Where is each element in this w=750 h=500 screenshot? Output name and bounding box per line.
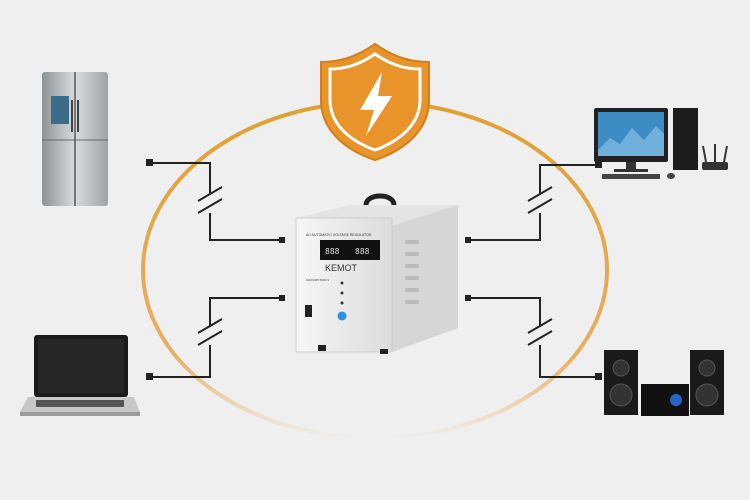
svg-text:888: 888 — [355, 247, 370, 256]
fridge-icon — [42, 72, 108, 206]
wiring — [150, 162, 598, 378]
desktop-computer-icon — [594, 108, 728, 179]
brand-logo: KEMOT — [325, 263, 358, 273]
audio-system-icon — [604, 350, 724, 416]
power-switch — [305, 305, 312, 317]
wire-terminals — [146, 159, 602, 380]
laptop-icon — [20, 335, 140, 416]
lightning-shield-icon — [320, 42, 430, 162]
model-label: URZ3405 5000 S — [306, 278, 329, 282]
regulator-title: AC AUTOMATIC VOLTAGE REGULATOR — [306, 233, 372, 237]
regulator-display — [320, 240, 380, 260]
voltage-regulator: AC AUTOMATIC VOLTAGE REGULATOR 888 888 K… — [295, 193, 458, 354]
svg-text:888: 888 — [325, 247, 340, 256]
reset-button — [337, 311, 347, 321]
